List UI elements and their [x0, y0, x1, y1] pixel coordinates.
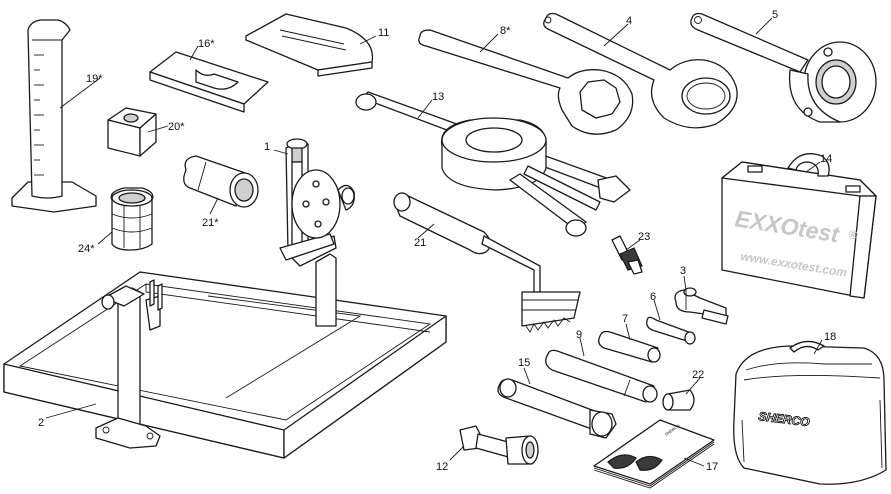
- label-part-22: 22: [692, 369, 704, 381]
- label-part-17: 17: [706, 461, 718, 473]
- label-part-21: 21: [414, 237, 426, 249]
- case-logo-registered-mark: ®: [848, 227, 859, 242]
- label-part-14: 14: [820, 153, 832, 165]
- hook-spanner-part-5: [690, 12, 877, 123]
- label-part-18: 18: [824, 331, 836, 343]
- bag-logo-text: SHERCO: [758, 409, 811, 429]
- ring-wrench-part-8: [418, 29, 634, 135]
- shim-plate-part-16: [149, 51, 269, 113]
- label-part-23: 23: [638, 231, 650, 243]
- drift-part-7: [598, 330, 661, 363]
- label-part-9: 9: [576, 329, 582, 341]
- label-part-5: 5: [772, 9, 778, 21]
- engine-stand-tray-part-2: [3, 235, 447, 459]
- label-part-3: 3: [680, 265, 686, 277]
- puller-part-13: [355, 91, 631, 237]
- label-part-20: 20*: [168, 121, 185, 133]
- fork-plate-part-11: [245, 13, 374, 77]
- callout-labels: 19* 16* 11 8* 4 5 20* 21* 24* 13 14 1 21…: [38, 9, 836, 473]
- socket-bar-part-15: [497, 378, 617, 439]
- leader-lines: [45, 17, 823, 467]
- label-part-13: 13: [432, 91, 444, 103]
- measuring-cylinder-part-19: [11, 19, 97, 213]
- tool-bag-part-18: SHERCO: [733, 340, 887, 485]
- label-part-4: 4: [626, 15, 632, 27]
- label-part-21-star: 21*: [202, 217, 219, 229]
- cylinder-sleeve-part-21-star: [183, 155, 259, 208]
- drift-part-6: [646, 316, 696, 345]
- label-part-15: 15: [518, 357, 530, 369]
- drift-part-9: [545, 349, 658, 403]
- slotted-sleeve-part-24: [110, 187, 154, 251]
- adapter-part-12: [459, 425, 539, 465]
- label-part-1: 1: [264, 141, 270, 153]
- spanner-wrench-part-4: [543, 12, 738, 129]
- label-part-11: 11: [378, 27, 389, 39]
- label-part-2: 2: [38, 417, 44, 429]
- label-part-6: 6: [650, 291, 656, 303]
- crank-holder-part-1: [279, 138, 355, 261]
- rake-handle-part-21: [393, 192, 581, 333]
- label-part-19: 19*: [86, 73, 103, 85]
- pin-part-3: [674, 287, 729, 325]
- label-part-12: 12: [436, 461, 448, 473]
- sleeve-block-part-20: [107, 107, 157, 157]
- label-part-8: 8*: [500, 25, 511, 37]
- valve-tool-part-23: [611, 235, 643, 275]
- service-manual-part-17: SHERCO: [593, 419, 715, 489]
- label-part-7: 7: [622, 313, 628, 325]
- exxotest-case-part-14: EXXOtest ® www.exxotest.com: [721, 153, 877, 299]
- cap-part-22: [662, 389, 695, 411]
- label-part-16: 16*: [198, 38, 215, 50]
- label-part-24: 24*: [78, 243, 95, 255]
